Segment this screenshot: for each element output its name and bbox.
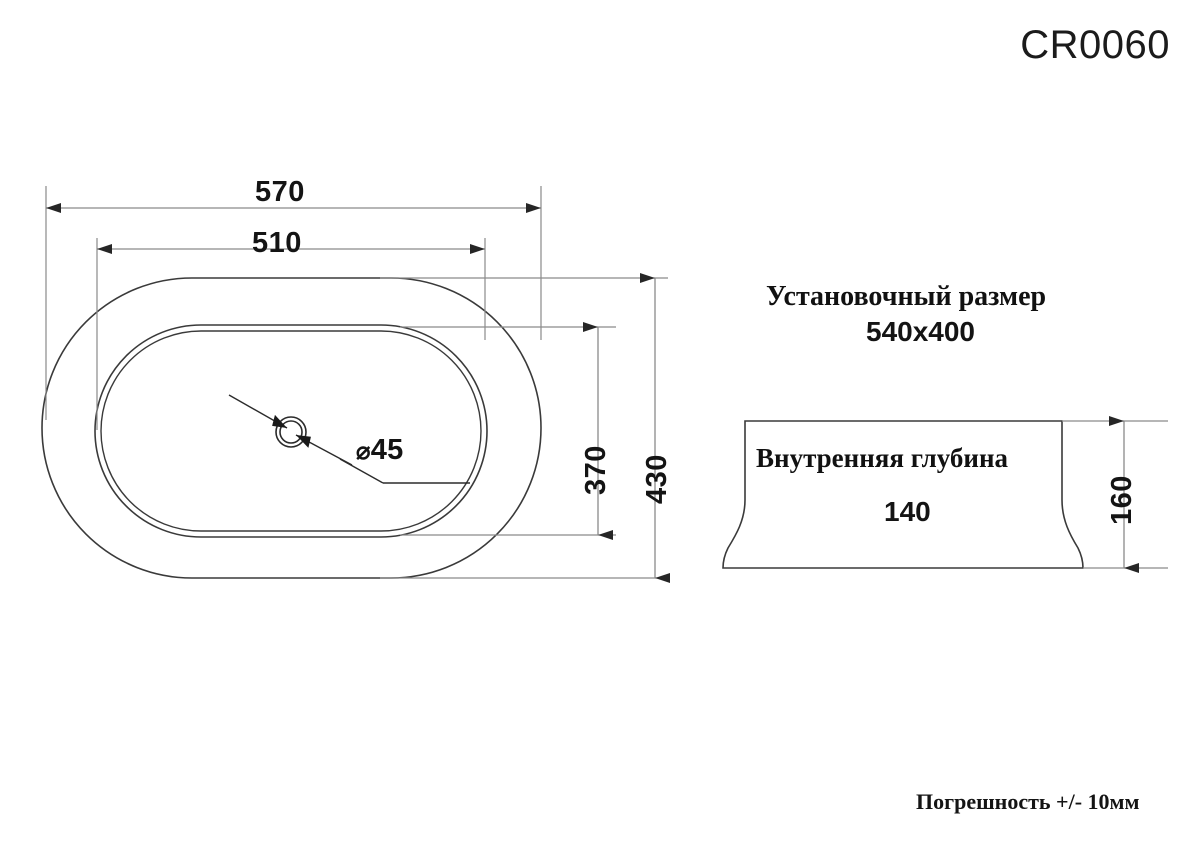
top-view-group — [41, 277, 542, 579]
tolerance-note: Погрешность +/- 10мм — [916, 789, 1140, 814]
dimension-label-570: 570 — [255, 176, 305, 208]
basin-outer-rim-outline — [41, 277, 542, 579]
installation-size-value: 540x400 — [866, 316, 976, 347]
inner-depth-value: 140 — [884, 496, 931, 527]
drain-leader-line-tail — [339, 458, 384, 484]
drain-leader-line-upper — [228, 394, 288, 429]
drain-diameter-label: ⌀45 — [356, 434, 404, 467]
side-view-group — [722, 416, 1168, 573]
page-title-code: CR0060 — [1020, 23, 1170, 67]
dimension-label-510: 510 — [252, 227, 302, 259]
drain-diameter-value: 45 — [370, 434, 404, 466]
dimension-label-430: 430 — [641, 454, 673, 504]
basin-bowl-outer-edge — [94, 324, 488, 538]
drain-hole-inner-circle — [279, 420, 303, 444]
dimension-label-370: 370 — [580, 445, 612, 495]
installation-size-title: Установочный размер — [766, 281, 1047, 312]
dimension-label-160: 160 — [1106, 475, 1138, 525]
drain-hole-outer-circle — [275, 416, 307, 448]
inner-depth-title: Внутренняя глубина — [756, 443, 1009, 473]
dimension-lines-group — [45, 186, 670, 583]
diameter-symbol-icon: ⌀ — [356, 438, 371, 465]
basin-bowl-inner-edge — [100, 330, 482, 532]
